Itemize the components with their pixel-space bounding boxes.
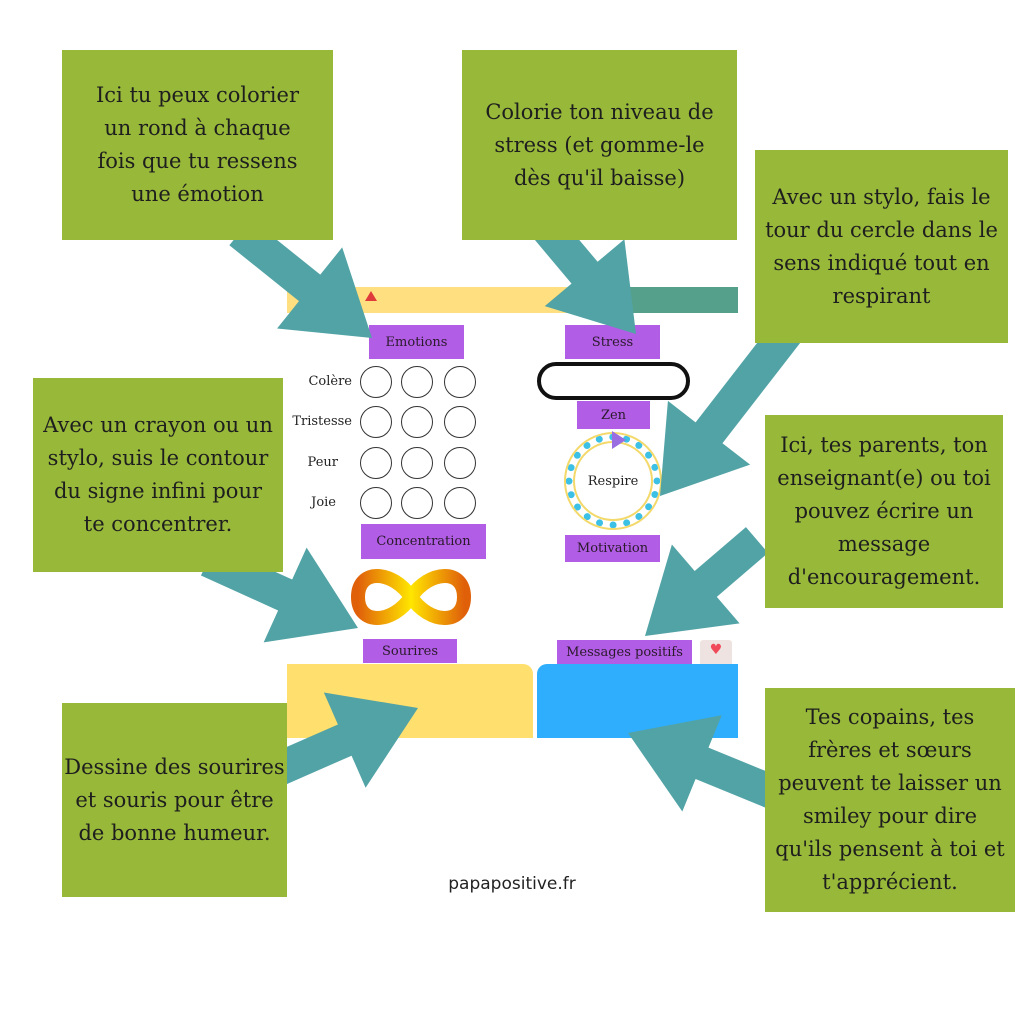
emotion-circle[interactable] — [401, 447, 433, 479]
emotion-circle[interactable] — [444, 447, 476, 479]
emotion-circle[interactable] — [401, 366, 433, 398]
emotion-circle[interactable] — [360, 406, 392, 438]
sourires-label: Sourires — [363, 639, 457, 663]
messages-label: Messages positifs — [557, 640, 692, 664]
motivation-label: Motivation — [565, 535, 660, 562]
emotion-circle[interactable] — [360, 447, 392, 479]
note-stress: Colorie ton niveau de stress (et gomme-l… — [462, 50, 737, 240]
note-messages: Ici, tes parents, ton enseignant(e) ou t… — [765, 415, 1003, 608]
emotions-label: Emotions — [369, 325, 464, 359]
emotion-circle[interactable] — [444, 406, 476, 438]
pointer-arrow-icon — [660, 307, 812, 496]
note-infinity: Avec un crayon ou un stylo, suis le cont… — [33, 378, 283, 572]
emotion-circle[interactable] — [360, 487, 392, 519]
zen-label: Zen — [577, 401, 650, 429]
note-emotions: Ici tu peux colorier un rond à chaque fo… — [62, 50, 333, 240]
infinity-icon[interactable] — [348, 560, 474, 634]
emotion-row-label: Colère — [308, 374, 352, 389]
pointer-arrow-icon — [528, 211, 636, 334]
emotion-row-label: Peur — [307, 455, 338, 470]
concentration-label: Concentration — [361, 524, 486, 559]
note-smiles: Dessine des sourires et souris pour être… — [62, 703, 287, 897]
pointer-arrow-icon — [265, 692, 418, 788]
pointer-arrow-icon — [229, 218, 372, 338]
note-friends: Tes copains, tes frères et sœurs peuvent… — [765, 688, 1015, 912]
direction-arrow-icon — [612, 431, 626, 449]
emotion-circle[interactable] — [401, 487, 433, 519]
envelope-heart-icon: ♥ — [700, 640, 732, 666]
stress-label: Stress — [565, 325, 660, 359]
emotion-circle[interactable] — [444, 366, 476, 398]
emotion-circle[interactable] — [401, 406, 433, 438]
pointer-arrow-icon — [645, 527, 769, 636]
emotion-circle[interactable] — [360, 366, 392, 398]
stress-gauge[interactable] — [537, 362, 690, 400]
emotion-row-label: Joie — [311, 495, 336, 510]
pencil-icon — [365, 291, 377, 301]
respire-label: Respire — [587, 473, 639, 489]
footer-url[interactable]: papapositive.fr — [448, 874, 576, 894]
note-breathe: Avec un stylo, fais le tour du cercle da… — [755, 150, 1008, 343]
emotion-row-label: Tristesse — [292, 414, 352, 429]
pointer-arrow-icon — [628, 715, 779, 812]
emotion-circle[interactable] — [444, 487, 476, 519]
